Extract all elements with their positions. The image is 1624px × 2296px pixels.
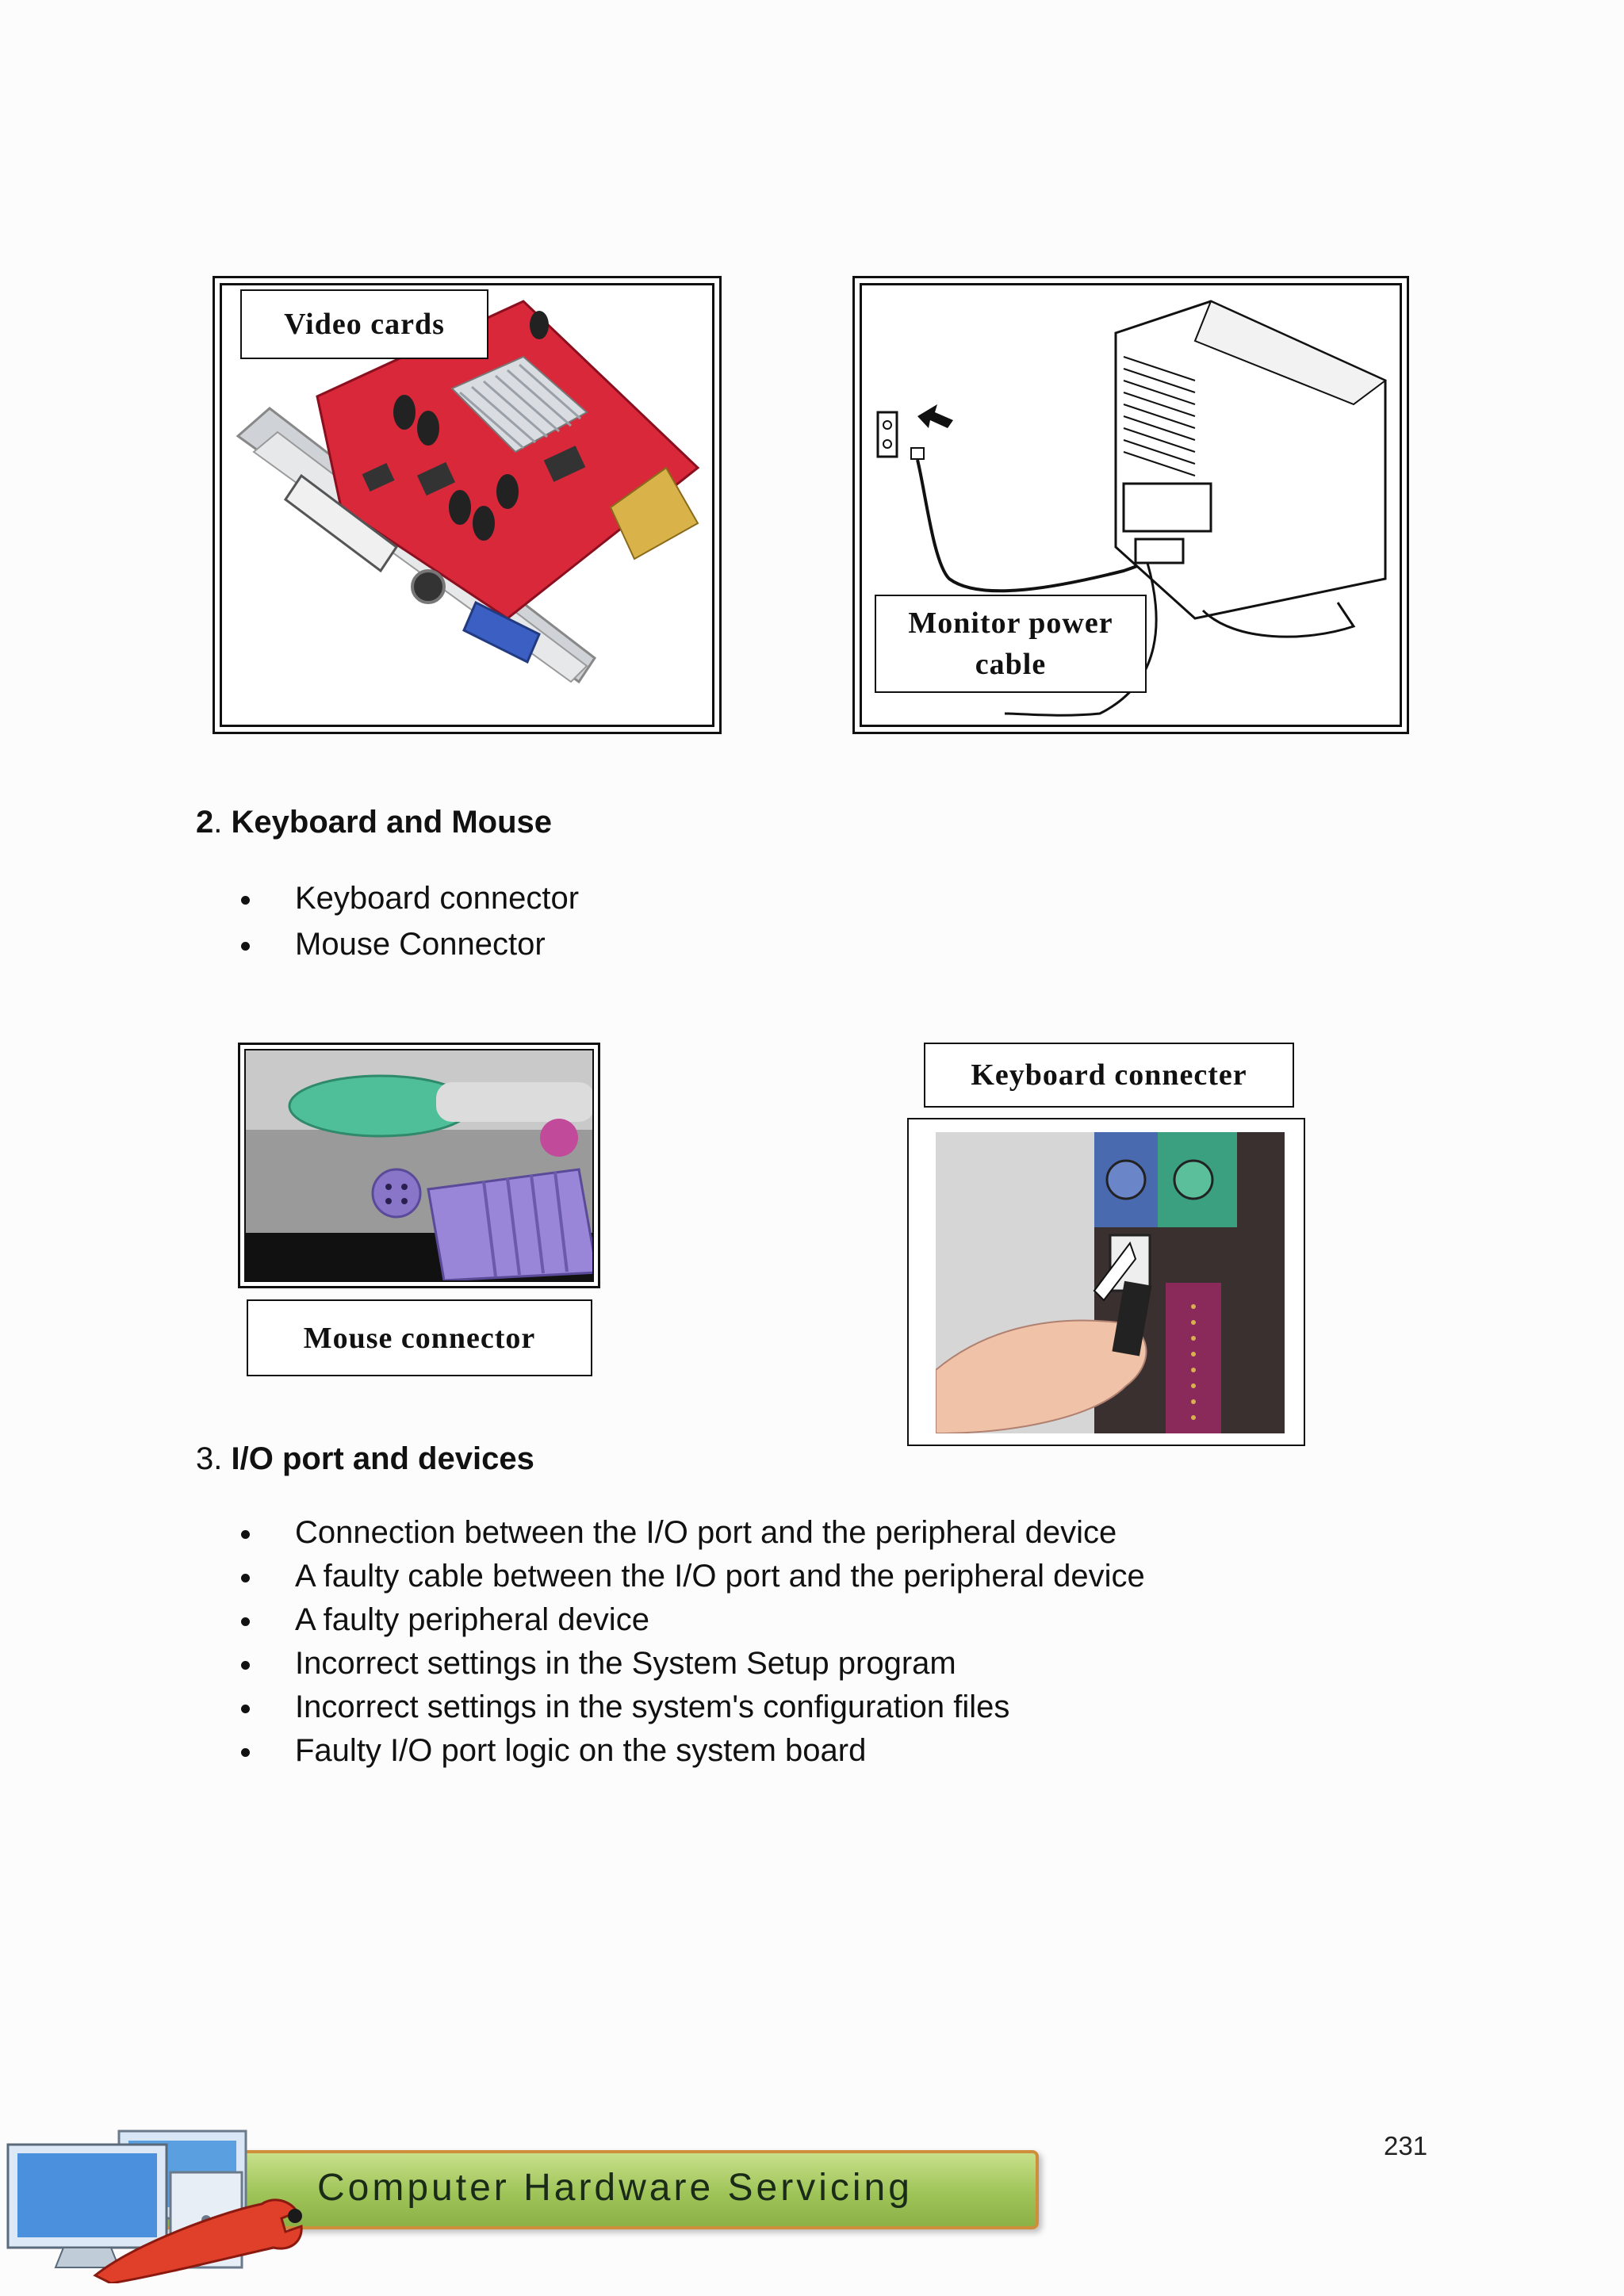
section-2-list: Keyboard connector Mouse Connector — [241, 877, 579, 966]
video-cards-label: Video cards — [240, 289, 488, 359]
video-card-illustration — [236, 300, 700, 684]
list-item: Connection between the I/O port and the … — [241, 1511, 1145, 1555]
footer-banner-text: Computer Hardware Servicing — [317, 2167, 913, 2209]
mouse-connector-photo — [246, 1050, 592, 1280]
list-item: Incorrect settings in the System Setup p… — [241, 1642, 1145, 1686]
section-2-heading: 2. Keyboard and Mouse — [196, 805, 553, 840]
section-3-heading: 3. I/O port and devices — [196, 1441, 534, 1476]
section-3-number: 3 — [196, 1441, 214, 1476]
mouse-connector-figure — [238, 1043, 600, 1288]
keyboard-connecter-label: Keyboard connecter — [924, 1043, 1294, 1108]
list-item: Keyboard connector — [241, 877, 579, 920]
keyboard-connector-figure — [907, 1118, 1305, 1446]
page-number: 231 — [1384, 2131, 1428, 2160]
list-item: A faulty cable between the I/O port and … — [241, 1555, 1145, 1598]
section-3-title: I/O port and devices — [231, 1441, 534, 1476]
monitor-illustration — [876, 300, 1387, 717]
list-item: A faulty peripheral device — [241, 1598, 1145, 1642]
computer-wrench-icon — [6, 2130, 303, 2283]
section-2-title: Keyboard and Mouse — [231, 805, 553, 840]
monitor-power-label-line2: cable — [975, 648, 1047, 681]
monitor-power-label-line1: Monitor power — [908, 607, 1113, 640]
monitor-power-cable-label: Monitor power cable — [875, 595, 1147, 693]
keyboard-connector-photo — [936, 1132, 1285, 1433]
list-item: Incorrect settings in the system's confi… — [241, 1686, 1145, 1729]
list-item: Faulty I/O port logic on the system boar… — [241, 1729, 1145, 1773]
list-item: Mouse Connector — [241, 923, 579, 966]
section-2-number: 2 — [196, 805, 214, 840]
section-3-list: Connection between the I/O port and the … — [241, 1511, 1145, 1773]
mouse-connector-label: Mouse connector — [247, 1299, 592, 1376]
